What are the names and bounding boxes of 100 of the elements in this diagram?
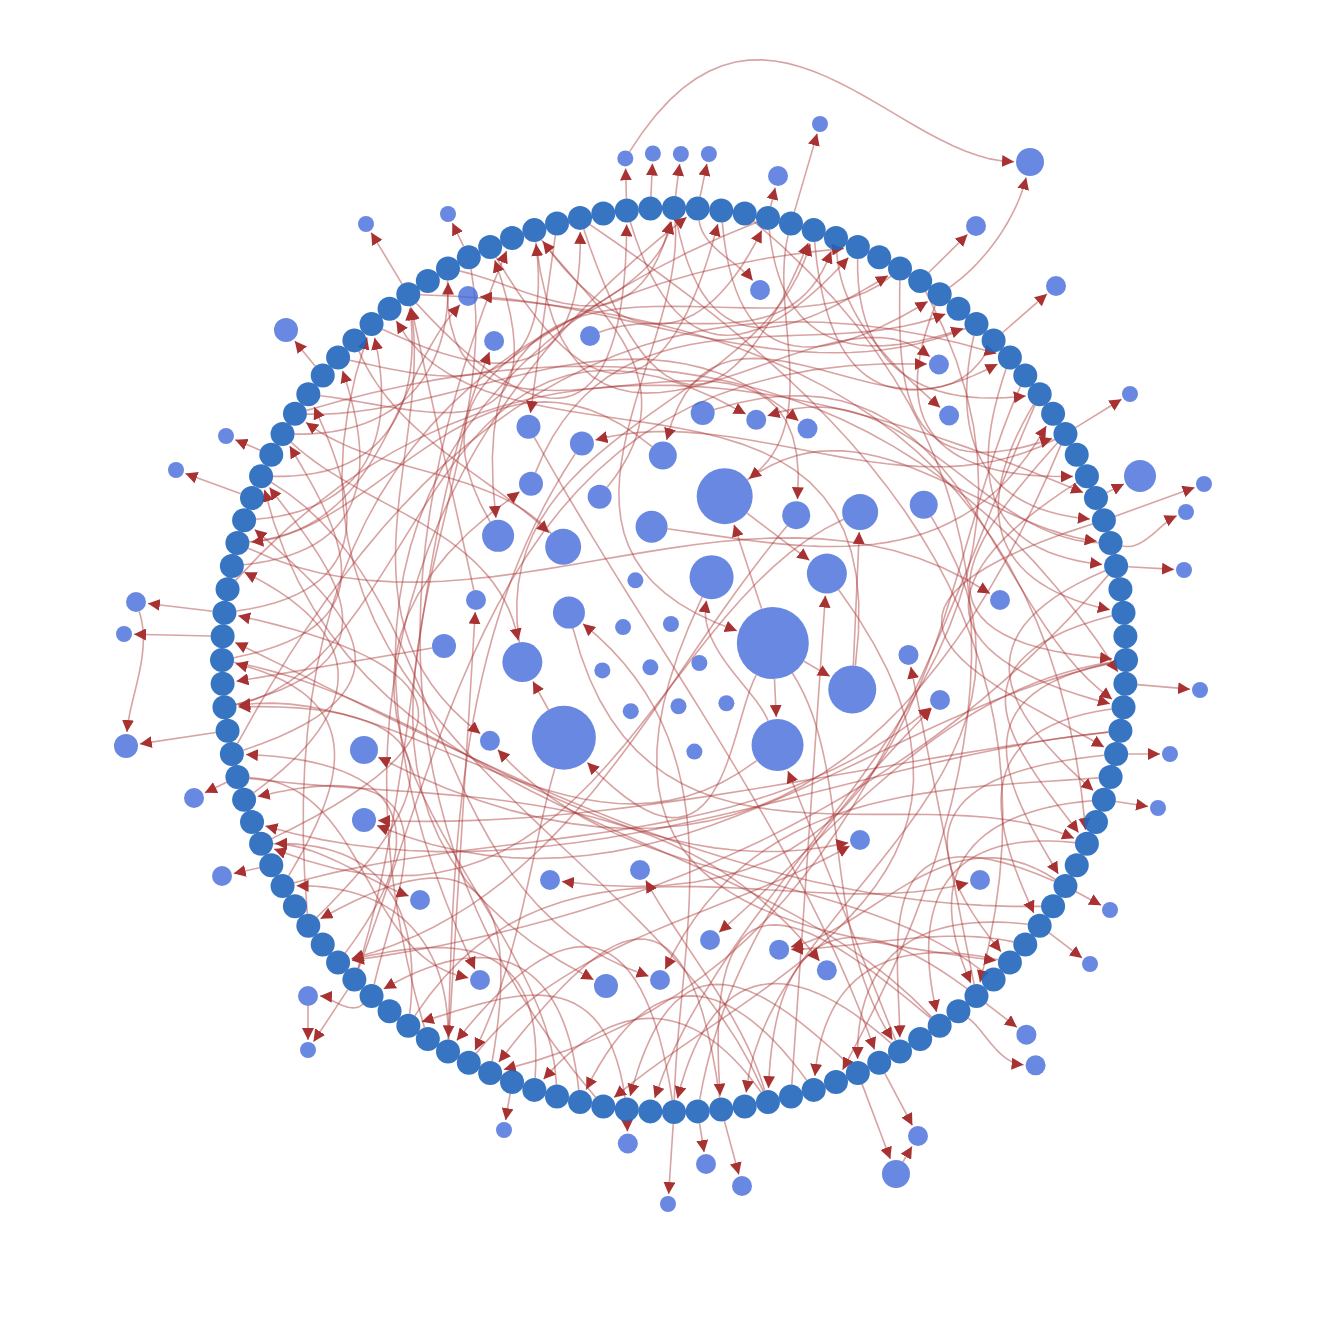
arrow: [204, 781, 228, 794]
graph-node: [650, 970, 670, 990]
graph-node: [1016, 148, 1044, 176]
arrow: [250, 401, 653, 547]
arrow: [1127, 562, 1175, 575]
arrow: [791, 594, 831, 1086]
graph-node: [502, 642, 543, 683]
graph-node: [359, 983, 384, 1008]
arrow: [245, 749, 398, 954]
arrow: [763, 936, 968, 1089]
graph-node: [842, 494, 879, 530]
graph-node: [946, 296, 971, 321]
arrow: [458, 220, 674, 307]
arrow: [293, 706, 932, 884]
arrow: [237, 700, 412, 919]
graph-node: [1113, 624, 1138, 649]
graph-node: [908, 1126, 928, 1146]
graph-node: [615, 619, 632, 636]
graph-node: [709, 198, 734, 223]
graph-node: [1192, 682, 1208, 698]
arrow: [594, 430, 1056, 468]
graph-node: [396, 1013, 421, 1038]
arrow: [255, 336, 383, 521]
arrow: [1075, 890, 1102, 907]
graph-node: [690, 401, 715, 425]
arrow: [256, 784, 406, 985]
arrow: [1048, 932, 1083, 959]
graph-node: [479, 730, 500, 751]
graph-node: [359, 312, 384, 337]
arrow: [233, 445, 343, 659]
arrow: [305, 421, 552, 535]
graph-node: [1104, 742, 1129, 766]
arrow: [927, 233, 969, 274]
arrow: [381, 231, 587, 364]
graph-node: [981, 328, 1006, 353]
graph-node: [310, 363, 335, 388]
graph-node: [709, 1097, 734, 1122]
graph-node: [928, 354, 949, 375]
graph-node: [436, 1039, 460, 1064]
graph-node: [456, 1050, 481, 1075]
arrow: [235, 647, 433, 686]
arrow: [319, 990, 364, 1009]
graph-node: [519, 471, 543, 496]
graph-node: [1122, 386, 1138, 402]
graph-node: [270, 422, 295, 446]
arrow: [790, 856, 1057, 950]
graph-node: [1114, 648, 1138, 672]
graph-node: [806, 553, 847, 594]
graph-node: [249, 464, 274, 489]
arrow: [234, 641, 1042, 908]
graph-node: [662, 615, 679, 632]
graph-node: [215, 718, 240, 743]
graph-node: [300, 1042, 316, 1058]
graph-node: [751, 718, 804, 771]
graph-node: [908, 1027, 933, 1052]
graph-node: [552, 596, 585, 629]
graph-node: [342, 328, 367, 353]
arrow: [766, 186, 779, 207]
graph-node: [644, 145, 661, 162]
graph-node: [700, 146, 717, 162]
arrow: [451, 222, 465, 248]
arrow: [272, 307, 418, 478]
graph-node: [888, 256, 912, 281]
graph-node: [456, 245, 481, 270]
arrow: [786, 770, 897, 1042]
arrow: [243, 571, 339, 794]
graph-node: [569, 431, 594, 456]
graph-node: [377, 999, 402, 1024]
arrow: [516, 242, 813, 644]
arrow: [746, 449, 1098, 546]
arrow: [474, 767, 556, 1051]
arrow: [542, 240, 643, 489]
graph-node: [997, 950, 1022, 975]
graph-node: [1178, 504, 1194, 520]
arrow: [856, 258, 1027, 404]
graph-node: [212, 695, 237, 720]
arrow: [235, 406, 348, 612]
arrow: [408, 307, 475, 592]
arrow: [302, 243, 845, 915]
arrow: [350, 525, 788, 962]
arrow: [235, 486, 344, 706]
graph-node: [1041, 401, 1066, 426]
graph-node: [1098, 531, 1123, 555]
arrow: [236, 320, 998, 745]
arrow: [349, 243, 544, 377]
arrow: [940, 523, 1105, 748]
arrow: [294, 340, 316, 367]
arrow: [540, 229, 763, 325]
arrow: [997, 403, 1111, 613]
arrow: [900, 1145, 913, 1163]
graph-node: [470, 970, 490, 990]
arrow: [927, 840, 1076, 1013]
graph-node: [696, 468, 753, 525]
graph-node: [617, 1133, 638, 1154]
arrow: [232, 865, 261, 877]
graph-node: [696, 1154, 716, 1174]
arrow: [656, 596, 997, 965]
arrow: [753, 220, 973, 1071]
arrow: [884, 1072, 914, 1127]
graph-node: [240, 810, 264, 834]
